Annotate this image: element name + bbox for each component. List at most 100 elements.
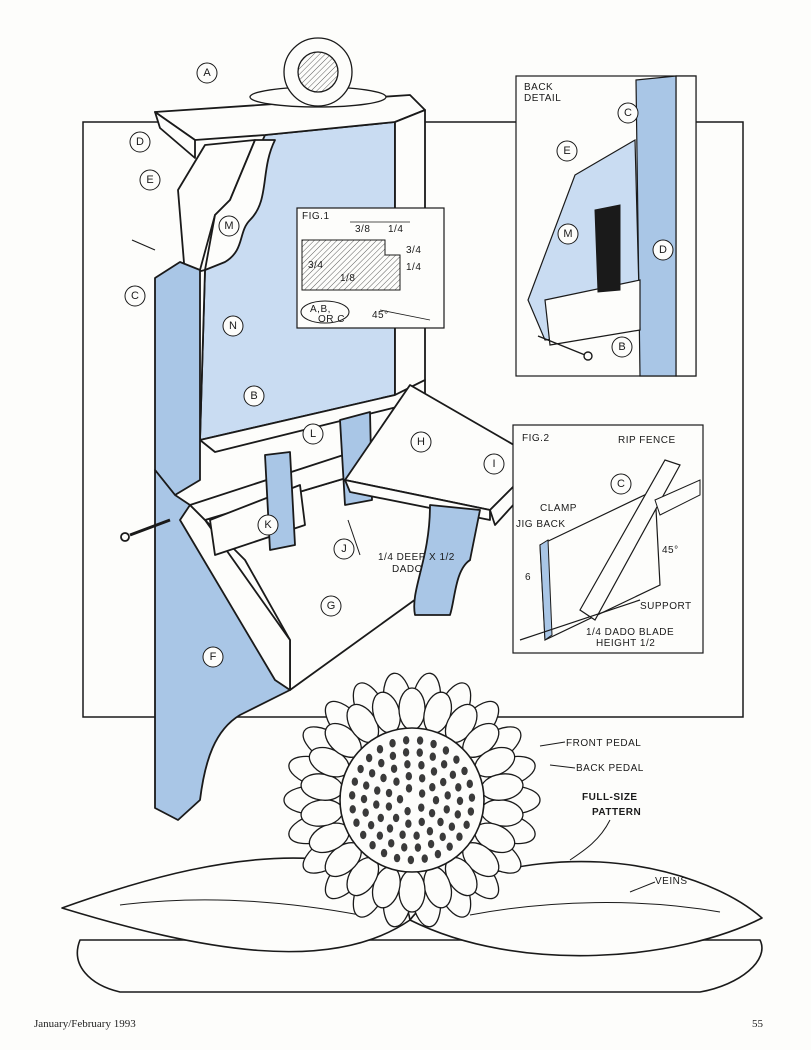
seed <box>418 789 426 798</box>
dado-note-2: DADO <box>392 564 423 575</box>
seed <box>392 813 400 823</box>
seed <box>430 739 437 749</box>
full-size-label-1: FULL-SIZE <box>582 792 638 803</box>
callout-g: G <box>320 595 342 617</box>
seed <box>454 810 461 819</box>
seed <box>385 802 393 811</box>
seed <box>348 791 356 800</box>
fig2-clamp: CLAMP <box>540 503 577 514</box>
seed <box>413 831 420 840</box>
fig2-dado-blade-1: 1/4 DADO BLADE <box>586 627 674 638</box>
screw-left <box>120 518 171 542</box>
seed <box>455 783 462 792</box>
svg-text:C: C <box>624 107 632 119</box>
seed <box>402 736 410 745</box>
seed <box>442 746 450 755</box>
callout-i: I <box>483 453 505 475</box>
fig2-height: 6 <box>525 572 531 583</box>
fig1-dim-1-4-top: 1/4 <box>388 224 403 235</box>
fig1-callout-or: OR C <box>318 314 345 325</box>
front-petal <box>398 687 426 731</box>
fig2-detail: FIG.2 RIP FENCE CLAMP JIG BACK 45° 6 SUP… <box>512 424 704 654</box>
footer-page-number: 55 <box>752 1018 763 1030</box>
seed <box>429 752 436 761</box>
fig2-angle: 45° <box>662 545 679 556</box>
seed <box>389 751 397 761</box>
fig1-detail: FIG.1 3/8 1/4 3/4 1/8 3/4 1/4 A,B, OR C … <box>296 207 445 329</box>
seed <box>399 830 406 839</box>
seed <box>388 839 395 848</box>
back-detail-title-1: BACK <box>524 82 553 93</box>
fig2-title: FIG.2 <box>522 433 550 444</box>
svg-text:E: E <box>146 174 153 186</box>
sunflower-pattern <box>61 672 763 993</box>
callout-e: E <box>139 169 161 191</box>
side-board-blue <box>154 261 201 496</box>
callout-n: N <box>222 315 244 337</box>
seed <box>368 769 376 778</box>
seed <box>396 795 404 804</box>
svg-text:K: K <box>264 519 272 531</box>
callout-l: L <box>302 423 324 445</box>
svg-text:F: F <box>210 651 217 663</box>
fig2-dado-blade-2: HEIGHT 1/2 <box>596 638 655 649</box>
seed <box>418 803 425 812</box>
svg-text:J: J <box>341 543 347 555</box>
svg-text:A: A <box>203 67 211 79</box>
seed <box>453 755 460 764</box>
callout-j: J <box>333 538 355 560</box>
seeds <box>348 736 476 865</box>
callout-h: H <box>410 431 432 453</box>
svg-text:M: M <box>224 220 233 232</box>
seed <box>405 772 413 781</box>
fig1-callout-ellipse <box>300 300 350 324</box>
seed <box>353 818 360 827</box>
main-assembly <box>120 94 546 821</box>
svg-text:E: E <box>563 145 570 157</box>
seed <box>365 753 373 763</box>
seed <box>427 839 435 849</box>
seed <box>360 794 368 804</box>
fig1-callout-parts: A,B, <box>310 304 331 315</box>
seed <box>373 800 380 809</box>
seed-head <box>339 727 485 873</box>
svg-text:C: C <box>131 290 139 302</box>
svg-text:C: C <box>617 478 625 490</box>
seed <box>432 796 440 805</box>
seed <box>377 813 384 823</box>
seed <box>380 848 388 858</box>
top-rosette <box>249 37 387 108</box>
seed <box>440 777 447 787</box>
svg-text:L: L <box>310 428 316 440</box>
seed <box>449 770 457 780</box>
footer-issue: January/February 1993 <box>34 1018 136 1030</box>
callout-f: F <box>202 646 224 668</box>
pattern-labels: FRONT PEDAL BACK PEDAL FULL-SIZE PATTERN… <box>539 738 688 893</box>
seed <box>402 748 410 757</box>
fig2-support: SUPPORT <box>640 601 692 612</box>
seed <box>466 779 473 789</box>
seed <box>390 764 398 773</box>
seed <box>448 822 456 831</box>
callout-c: C <box>124 285 146 307</box>
seed <box>393 853 401 863</box>
seed <box>418 817 425 827</box>
veins-label: VEINS <box>655 876 688 887</box>
seed <box>404 760 411 769</box>
seed <box>367 820 375 830</box>
svg-text:H: H <box>417 436 425 448</box>
seed <box>416 736 424 745</box>
svg-text:D: D <box>659 244 667 256</box>
drawer-bracket-blue <box>413 504 481 616</box>
callout-k: K <box>257 514 279 536</box>
seed <box>351 777 359 786</box>
seed <box>434 849 442 859</box>
seed <box>380 773 387 783</box>
seed <box>416 748 423 757</box>
fig2-callout-c: C <box>610 473 632 495</box>
seed <box>357 764 364 774</box>
part-callouts: A D E M C N B L H I K J G F C E M D B C <box>124 62 674 668</box>
svg-text:G: G <box>327 600 336 612</box>
fig1-dim-3-4-right: 3/4 <box>406 245 421 256</box>
